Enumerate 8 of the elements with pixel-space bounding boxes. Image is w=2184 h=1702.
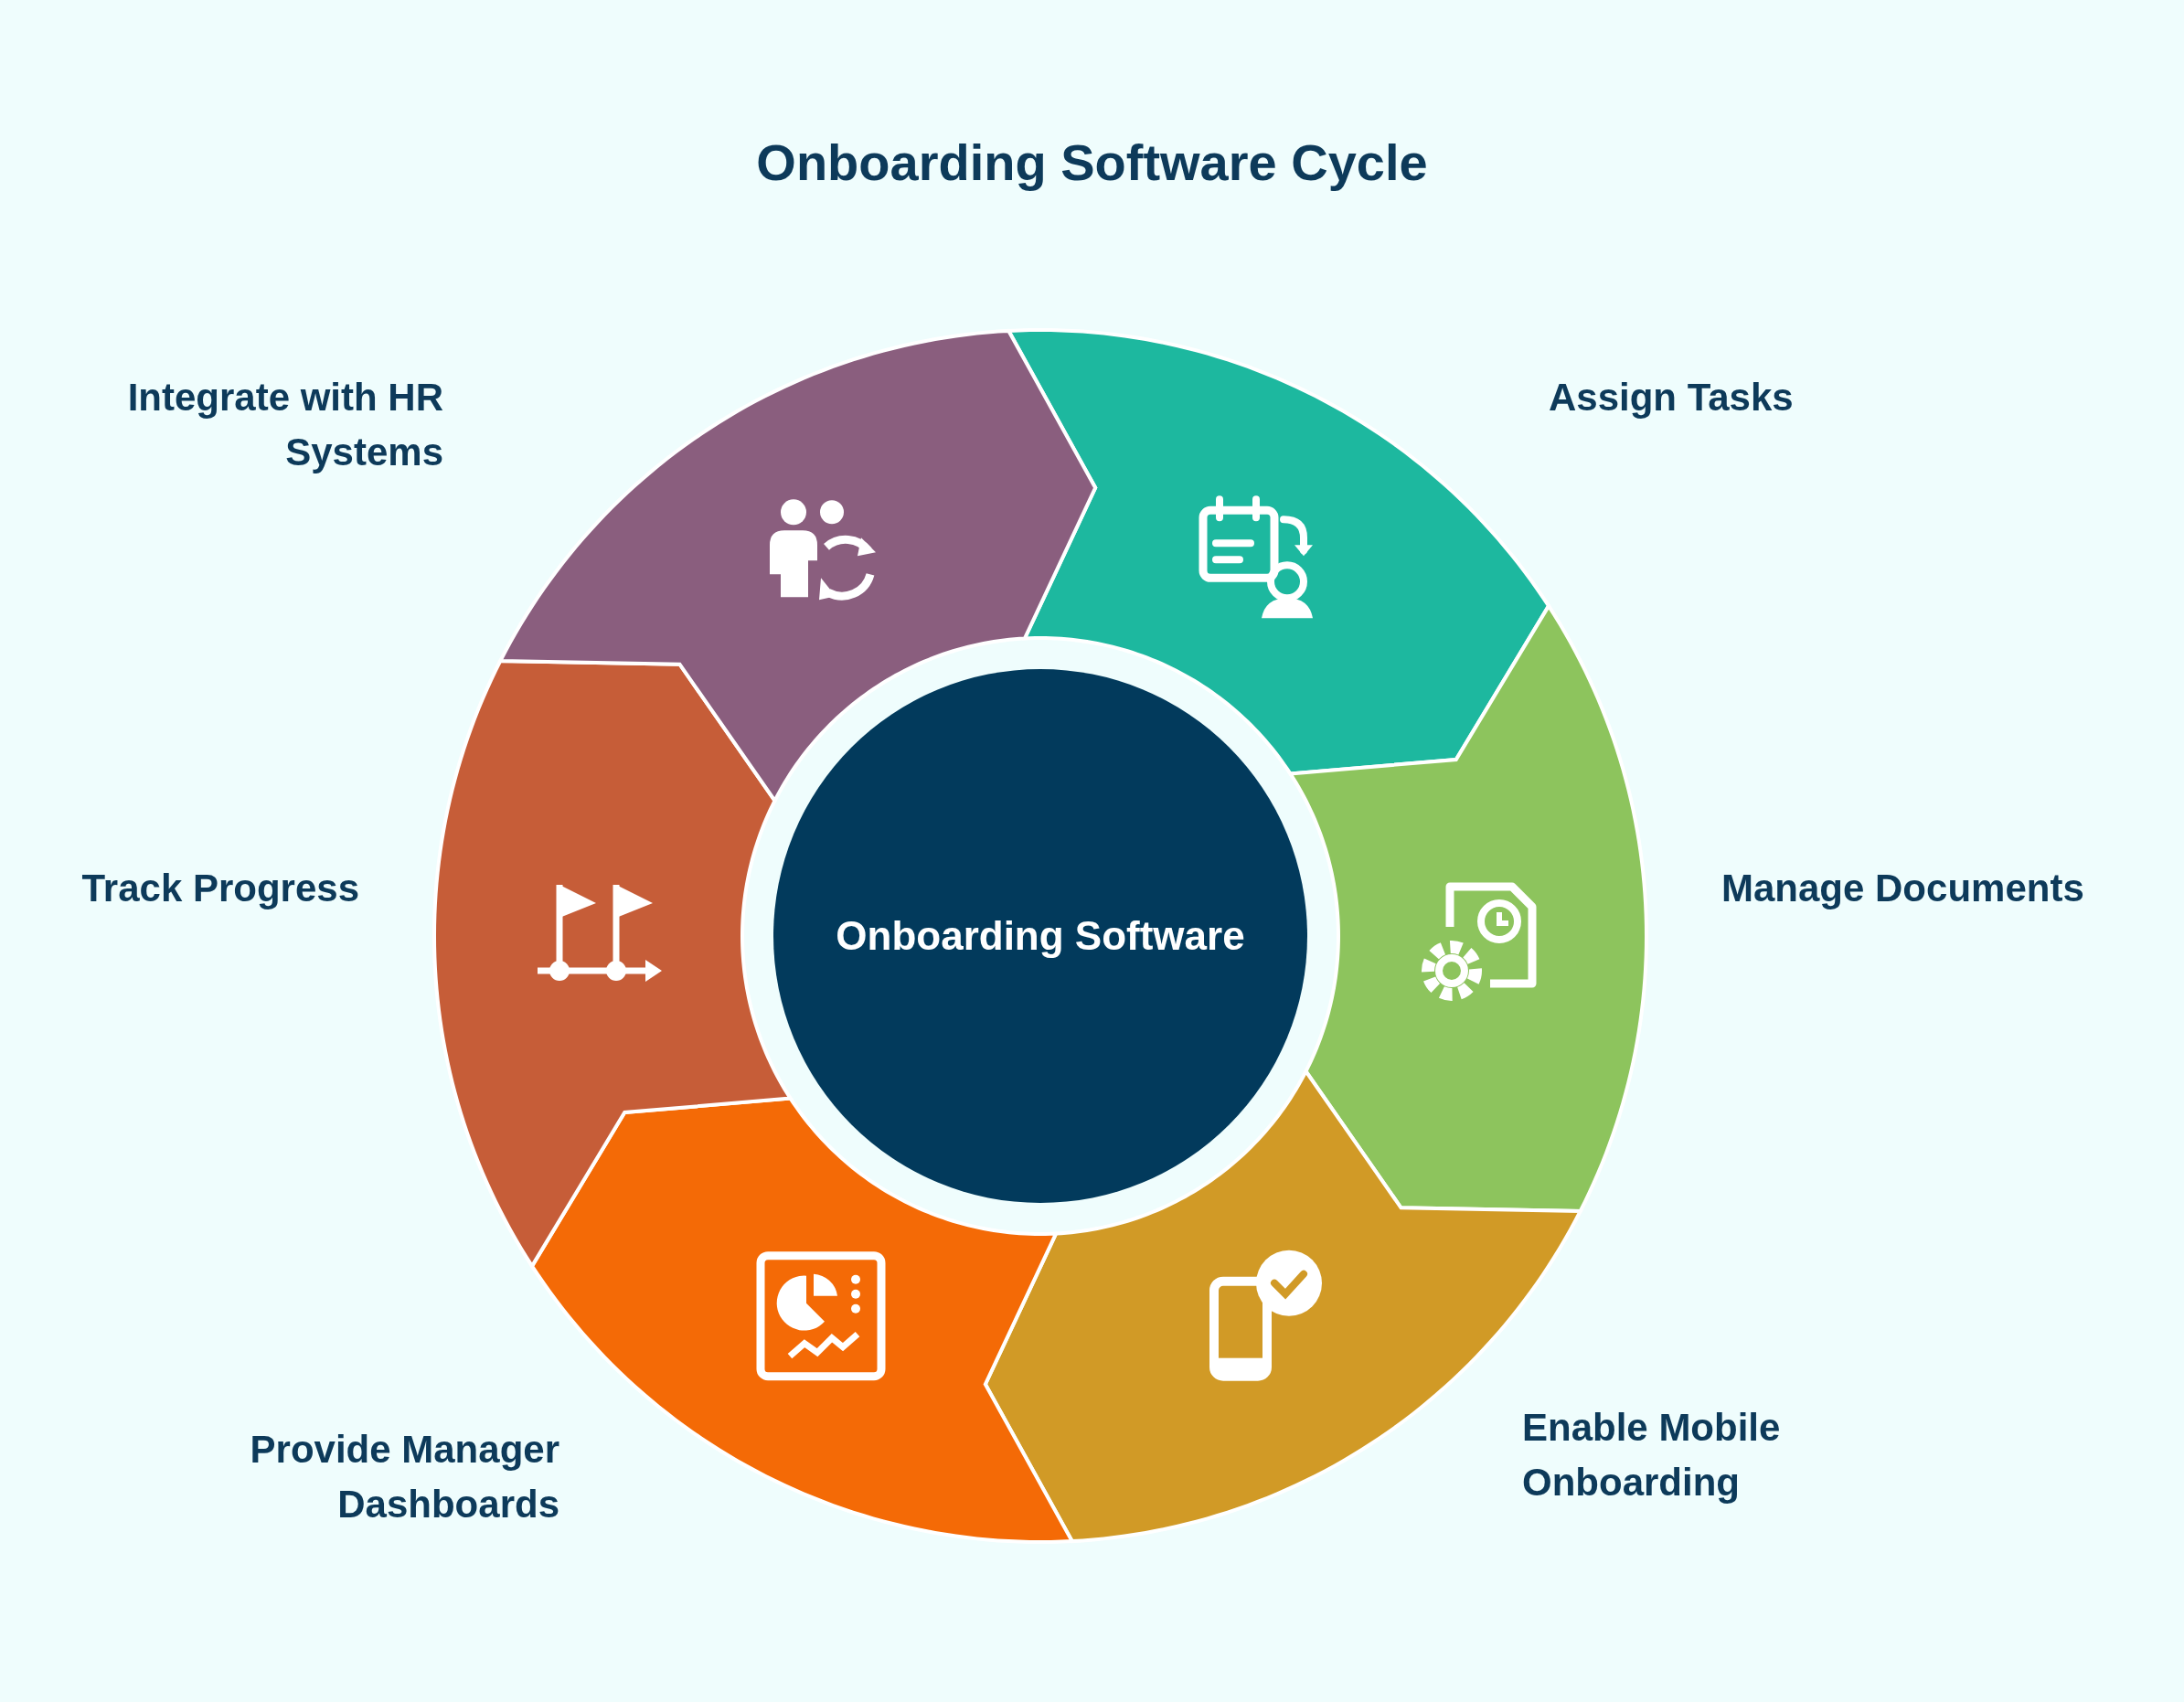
step-label: Assign Tasks [1549,375,1795,420]
step-label: Provide Manager Dashboards [249,1427,559,1527]
step-label: Manage Documents [1721,866,2085,911]
center-label: Onboarding Software [836,912,1245,960]
diagram-title: Onboarding Software Cycle [755,133,1429,192]
step-label: Integrate with HR Systems [126,375,443,475]
step-label: Enable Mobile Onboarding [1522,1405,1782,1505]
step-label: Track Progress [80,866,359,911]
